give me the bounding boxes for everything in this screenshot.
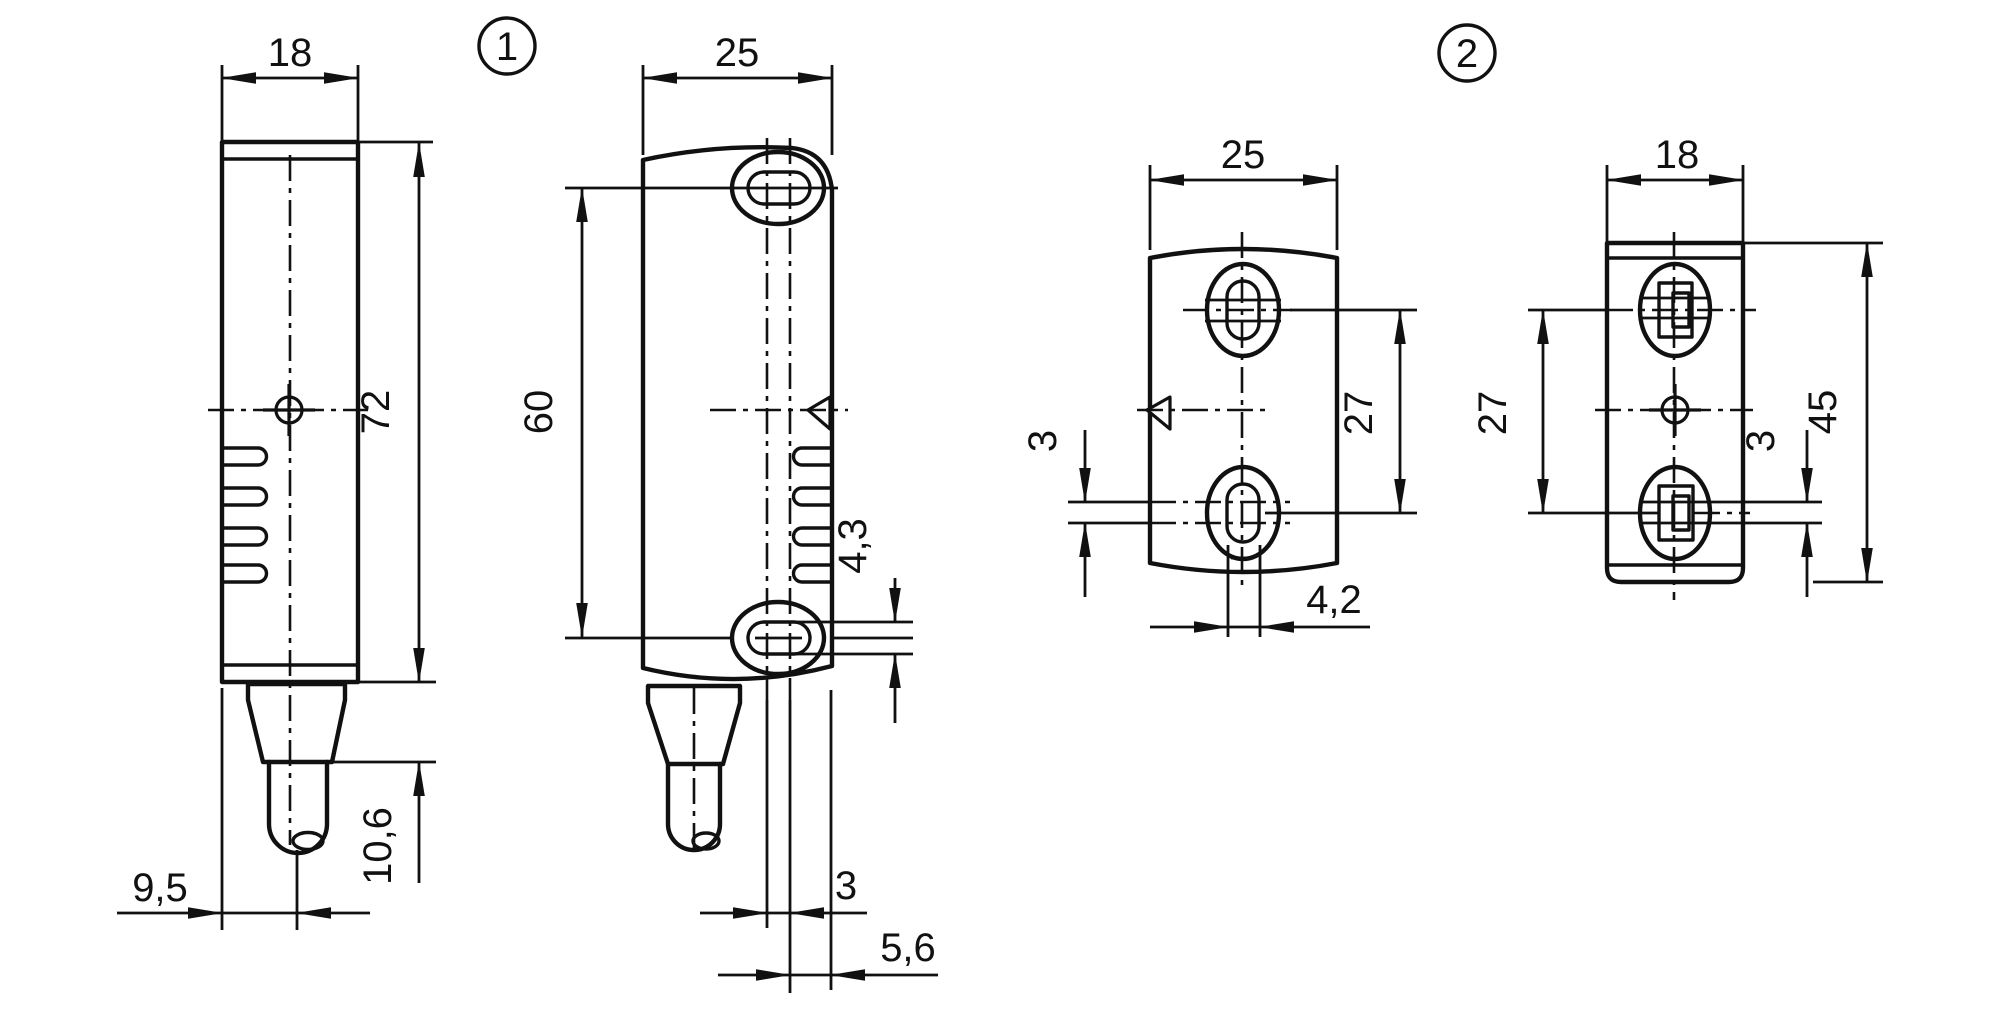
mounting-hole-bottom: [729, 599, 827, 677]
dim-width-18: 18: [220, 31, 360, 140]
dim-label: 18: [268, 31, 313, 75]
variant2-side-view: 18 27 3 45: [1471, 133, 1883, 600]
dim-gland-10-6: 10,6: [332, 680, 436, 885]
housing-outline: [640, 145, 835, 682]
side-grooves: [791, 446, 832, 584]
dim-height-72: 72: [354, 140, 433, 683]
dim-slot-width-4-2: 4,2: [1150, 545, 1370, 637]
dim-hole-spacing-27: 27: [1265, 308, 1417, 515]
dim-label: 72: [354, 390, 398, 435]
cable-end: [291, 830, 325, 852]
dim-axis-offset-3: 3: [700, 700, 867, 993]
dim-label: 4,2: [1306, 578, 1362, 622]
dim-slot-height-4-3: 4,3: [787, 518, 913, 723]
variant1-marker: 1: [477, 16, 537, 76]
cable-gland: [245, 681, 348, 765]
dim-label: 27: [1337, 391, 1381, 436]
marker-circle: [1437, 23, 1497, 83]
dim-width-25: 25: [641, 31, 834, 155]
dim-label: 4,3: [831, 518, 875, 574]
marker-circle: [477, 16, 537, 76]
dim-label: 3: [835, 864, 857, 908]
dim-label: 10,6: [356, 807, 400, 885]
marker-number: 1: [496, 25, 518, 69]
dim-label: 25: [1221, 133, 1266, 177]
variant2-marker: 2: [1437, 23, 1497, 83]
dim-label: 60: [517, 390, 561, 435]
housing-outline: [1147, 246, 1340, 575]
dim-width-25: 25: [1148, 133, 1339, 250]
dim-label: 45: [1801, 390, 1845, 435]
cable: [665, 761, 723, 853]
dim-beam-offset-3: 3: [1021, 430, 1150, 597]
dim-height-45: 45: [1743, 241, 1883, 584]
dim-label: 25: [715, 31, 760, 75]
dim-edge-offset-5-6: 5,6: [718, 690, 938, 990]
optical-axis-marker-triangle: [806, 395, 832, 431]
dim-label: 3: [1021, 430, 1065, 452]
dim-width-18: 18: [1605, 133, 1745, 243]
dim-label: 3: [1739, 430, 1783, 452]
dim-label: 18: [1655, 133, 1700, 177]
dim-beam-offset-3: 3: [1640, 430, 1822, 597]
side-grooves: [220, 446, 269, 584]
dim-label: 9,5: [132, 866, 188, 910]
variant1-side-view: 18 72 10,6 9,5: [117, 31, 436, 930]
cable-end: [691, 831, 721, 851]
dim-hole-spacing-27: 27: [1471, 308, 1658, 515]
marker-number: 2: [1456, 32, 1478, 76]
dim-hole-spacing-60: 60: [517, 186, 913, 640]
housing-outline: [1604, 240, 1746, 585]
cable-gland: [645, 683, 743, 767]
optical-axis-marker-triangle: [1145, 395, 1172, 431]
variant1-front-view: 25 60 4,3 3: [517, 31, 938, 993]
dim-cable-offset-9-5: 9,5: [117, 688, 370, 930]
dim-label: 27: [1471, 391, 1515, 436]
dim-label: 5,6: [880, 926, 936, 970]
variant2-front-view: 25 3 27 4,2: [1021, 133, 1417, 637]
